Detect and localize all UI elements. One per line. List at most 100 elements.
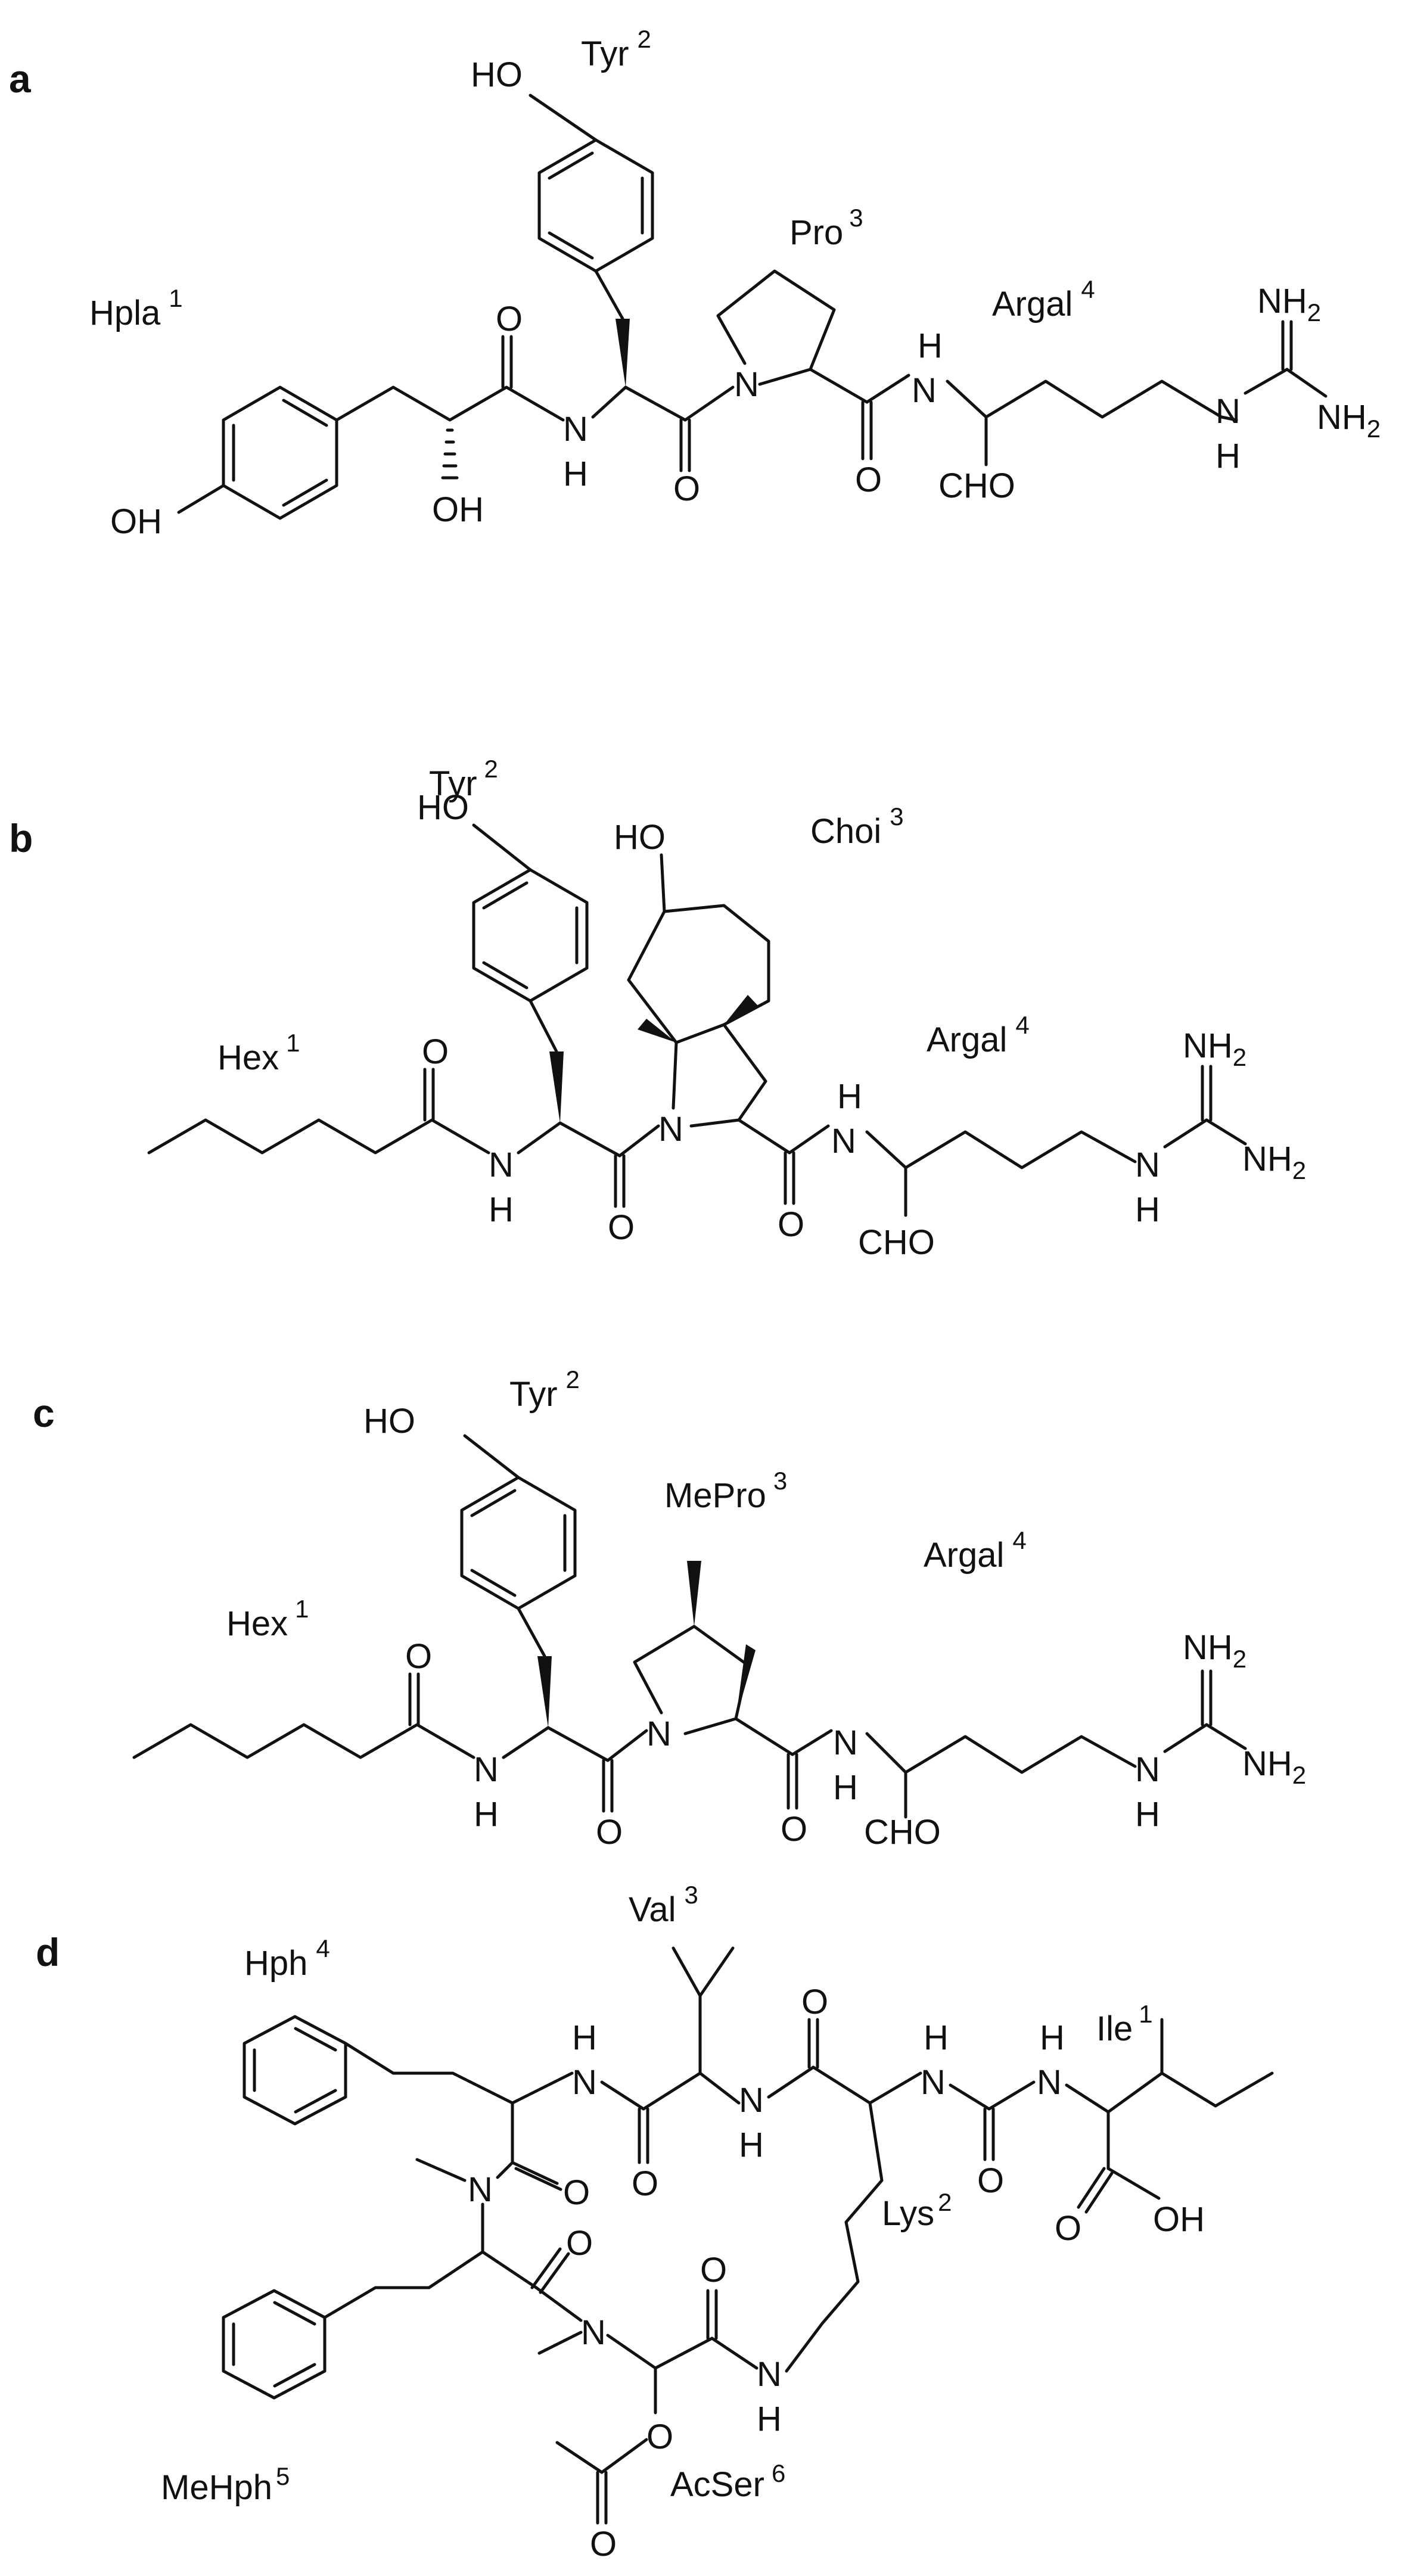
mepro-ring (633, 1625, 750, 1735)
val-carbonyl-o: O (801, 1983, 828, 2021)
choi-ho-label: HO (614, 818, 666, 857)
tyr-amide-n: N (489, 1146, 514, 1184)
hpla-oh-label: OH (110, 502, 162, 541)
guanidine-nh2-bottom: NH2 (1242, 1140, 1306, 1184)
acid-carbonyl-o: O (1055, 2209, 1081, 2248)
panel-c-letter: c (33, 1391, 55, 1435)
acetyl-carbonyl-o: O (590, 2525, 617, 2563)
argal-cho-label: CHO (864, 1813, 941, 1852)
argal-amide-n: N (912, 371, 937, 410)
hpla-alpha-oh-hash (441, 428, 459, 480)
argal-cho-label: CHO (858, 1223, 935, 1262)
tyr-amide-h: H (563, 455, 588, 493)
panel-d-letter: d (36, 1930, 60, 1974)
hph-methyl-n: N (468, 2170, 493, 2209)
pro-carbonyl-o: O (855, 461, 882, 499)
ile-amide-n: N (1037, 2063, 1062, 2102)
guanidine-h: H (1216, 437, 1241, 475)
tyr-phenol-ring (460, 1476, 577, 1610)
tyr-phenol-ring (537, 138, 654, 273)
hex-carbonyl-o: O (422, 1032, 449, 1071)
lys-carbonyl-o: O (700, 2251, 727, 2289)
guanidine-n: N (1135, 1146, 1160, 1184)
val-amide-n: N (739, 2081, 764, 2120)
tyr-carbonyl-o: O (596, 1813, 623, 1852)
urea-carbonyl-o: O (977, 2161, 1004, 2200)
lys-urea-n: N (921, 2063, 946, 2102)
argal-amide-n: N (833, 1723, 858, 1762)
hph-phenyl-ring (243, 2015, 347, 2126)
tyr-phenol-ring (472, 868, 589, 1003)
ile-amide-h: H (1040, 2018, 1065, 2057)
guanidine-nh2-top: NH2 (1183, 1026, 1246, 1071)
tyr-ho-label: HO (417, 788, 469, 827)
tyr-carbonyl-o: O (673, 469, 700, 508)
argal-amide-n: N (831, 1122, 856, 1161)
tyr-amide-n: N (474, 1750, 499, 1789)
acid-oh-label: OH (1153, 2200, 1205, 2239)
lys-urea-h: H (924, 2018, 949, 2057)
argal-amide-h: H (837, 1077, 862, 1116)
acser-ether-o: O (646, 2418, 673, 2456)
tyr-amide-h: H (489, 1190, 514, 1229)
hph-amide-n: N (572, 2063, 597, 2102)
lys-epsilon-h: H (757, 2400, 782, 2438)
guanidine-nh2-top: NH2 (1183, 1628, 1246, 1673)
guanidine-n: N (1135, 1750, 1160, 1789)
acser-methyl-n: N (581, 2313, 606, 2352)
guanidine-nh2-bottom: NH2 (1317, 398, 1381, 443)
tyr-ho-label: HO (363, 1402, 415, 1441)
argal-amide-h: H (918, 326, 943, 365)
val-amide-h: H (739, 2126, 764, 2164)
hpla-alpha-oh-label: OH (432, 490, 484, 529)
mehph-phenyl-ring (222, 2289, 327, 2400)
hph-carbonyl-o: O (632, 2164, 658, 2203)
guanidine-h: H (1135, 1190, 1160, 1229)
guanidine-n: N (1216, 392, 1241, 431)
argal-cho-label: CHO (938, 466, 1015, 505)
panel-b-letter: b (9, 816, 33, 860)
choi-ring-n: N (658, 1110, 683, 1149)
panel-a-letter: a (9, 57, 32, 101)
tyr-carbonyl-o: O (608, 1208, 635, 1247)
guanidine-h: H (1135, 1795, 1160, 1834)
guanidine-nh2-top: NH2 (1257, 282, 1321, 326)
tyr-ho-label: HO (471, 55, 523, 94)
tyr-amide-n: N (563, 410, 588, 449)
pro-ring-n: N (734, 365, 759, 404)
choi-bicyclic-ring (627, 904, 770, 1128)
lys-epsilon-n: N (757, 2355, 782, 2394)
mehph-carbonyl-o: O (566, 2224, 593, 2263)
mepro-carbonyl-o: O (781, 1810, 807, 1849)
guanidine-nh2-bottom: NH2 (1242, 1744, 1306, 1789)
argal-amide-h: H (833, 1768, 858, 1807)
pro-ring (716, 269, 836, 386)
hpla-carbonyl-o: O (496, 300, 523, 338)
hpla-phenol-ring (222, 385, 338, 520)
mepro-ring-n: N (646, 1715, 672, 1753)
hph-amide-h: H (572, 2018, 597, 2057)
